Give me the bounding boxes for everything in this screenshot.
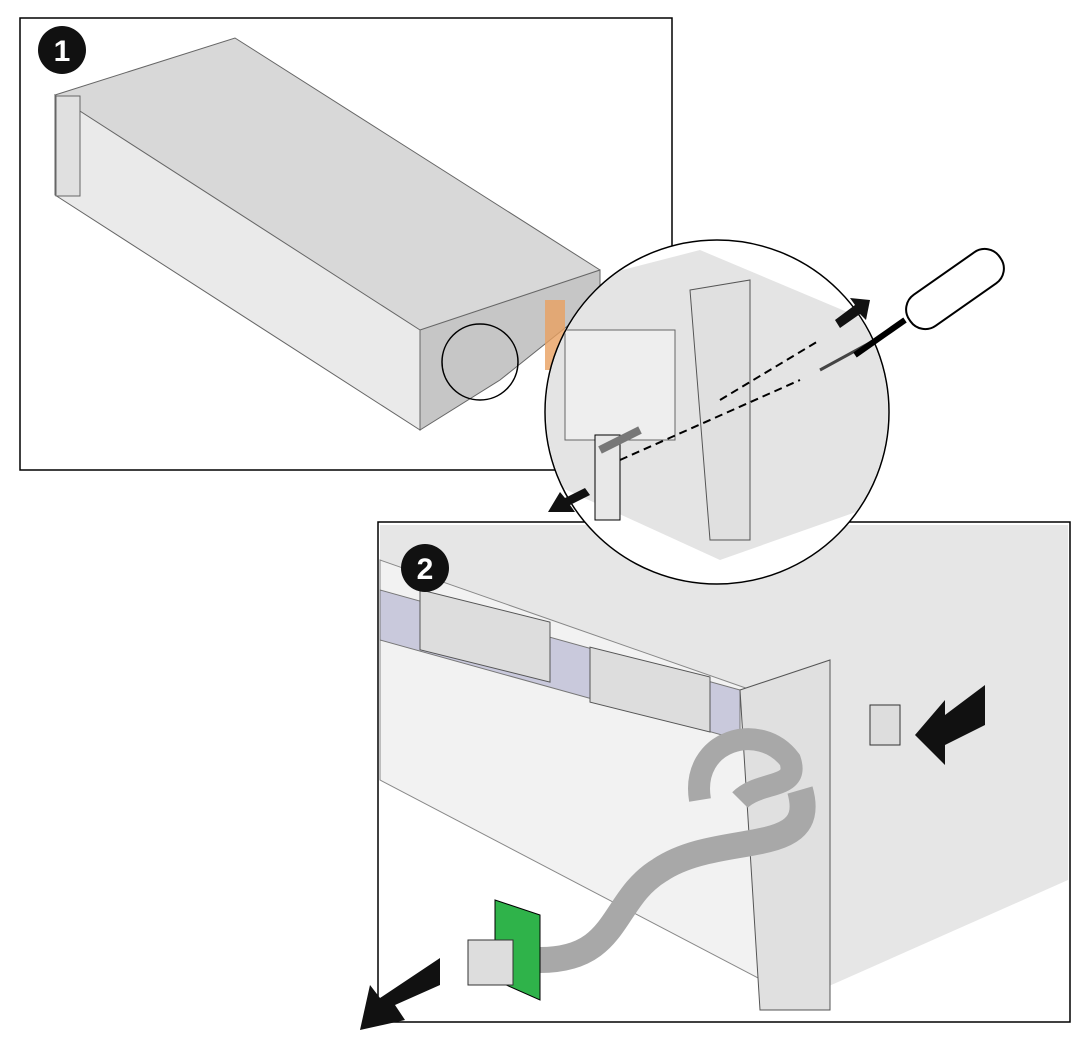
svg-text:2: 2 [417, 553, 434, 586]
arrow-icon [835, 298, 870, 328]
svg-text:1: 1 [54, 35, 71, 68]
arrow-icon [548, 488, 590, 512]
arrow-icon [915, 685, 985, 765]
arrow-icon [360, 958, 440, 1030]
magnifier-detail [544, 239, 1005, 585]
usb-board [467, 899, 541, 1001]
step-2-panel [360, 521, 1071, 1030]
step-2-callout: 2 [401, 544, 449, 592]
screwdriver-icon [853, 247, 1005, 358]
step-1-callout: 1 [38, 26, 86, 74]
